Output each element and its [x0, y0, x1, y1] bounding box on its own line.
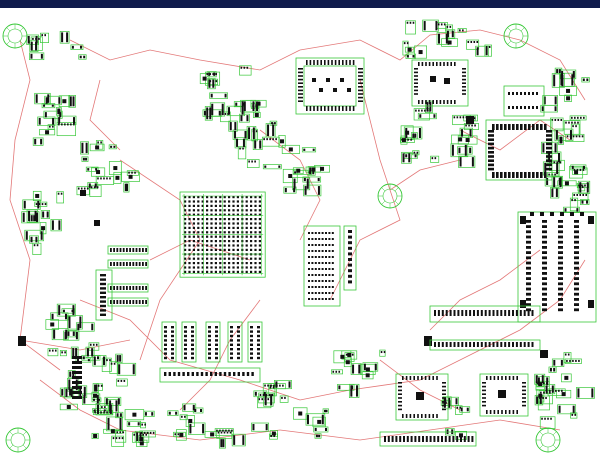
- mounting-holes: [2, 23, 561, 453]
- pcb-canvas: [2, 19, 597, 453]
- central-bga-package: [179, 191, 266, 278]
- connector-bank-right: [517, 211, 597, 323]
- qfp-top-center: [295, 57, 365, 115]
- pin-headers-left: [95, 245, 149, 321]
- dip-row-bottom-center: [159, 321, 263, 383]
- pin-headers-mid-right: [303, 225, 357, 307]
- square-pad-ring-right: [485, 85, 553, 181]
- qfp-top-right: [411, 59, 469, 107]
- silkscreen-outlines: [21, 19, 595, 449]
- qfp-bottom-right-b: [479, 373, 529, 417]
- pads-layer: [18, 21, 594, 448]
- qfp-bottom-right-a: [395, 373, 449, 421]
- edge-connector-bottom: [379, 305, 541, 447]
- header-strip: [0, 0, 600, 8]
- pcb-board: [0, 8, 600, 460]
